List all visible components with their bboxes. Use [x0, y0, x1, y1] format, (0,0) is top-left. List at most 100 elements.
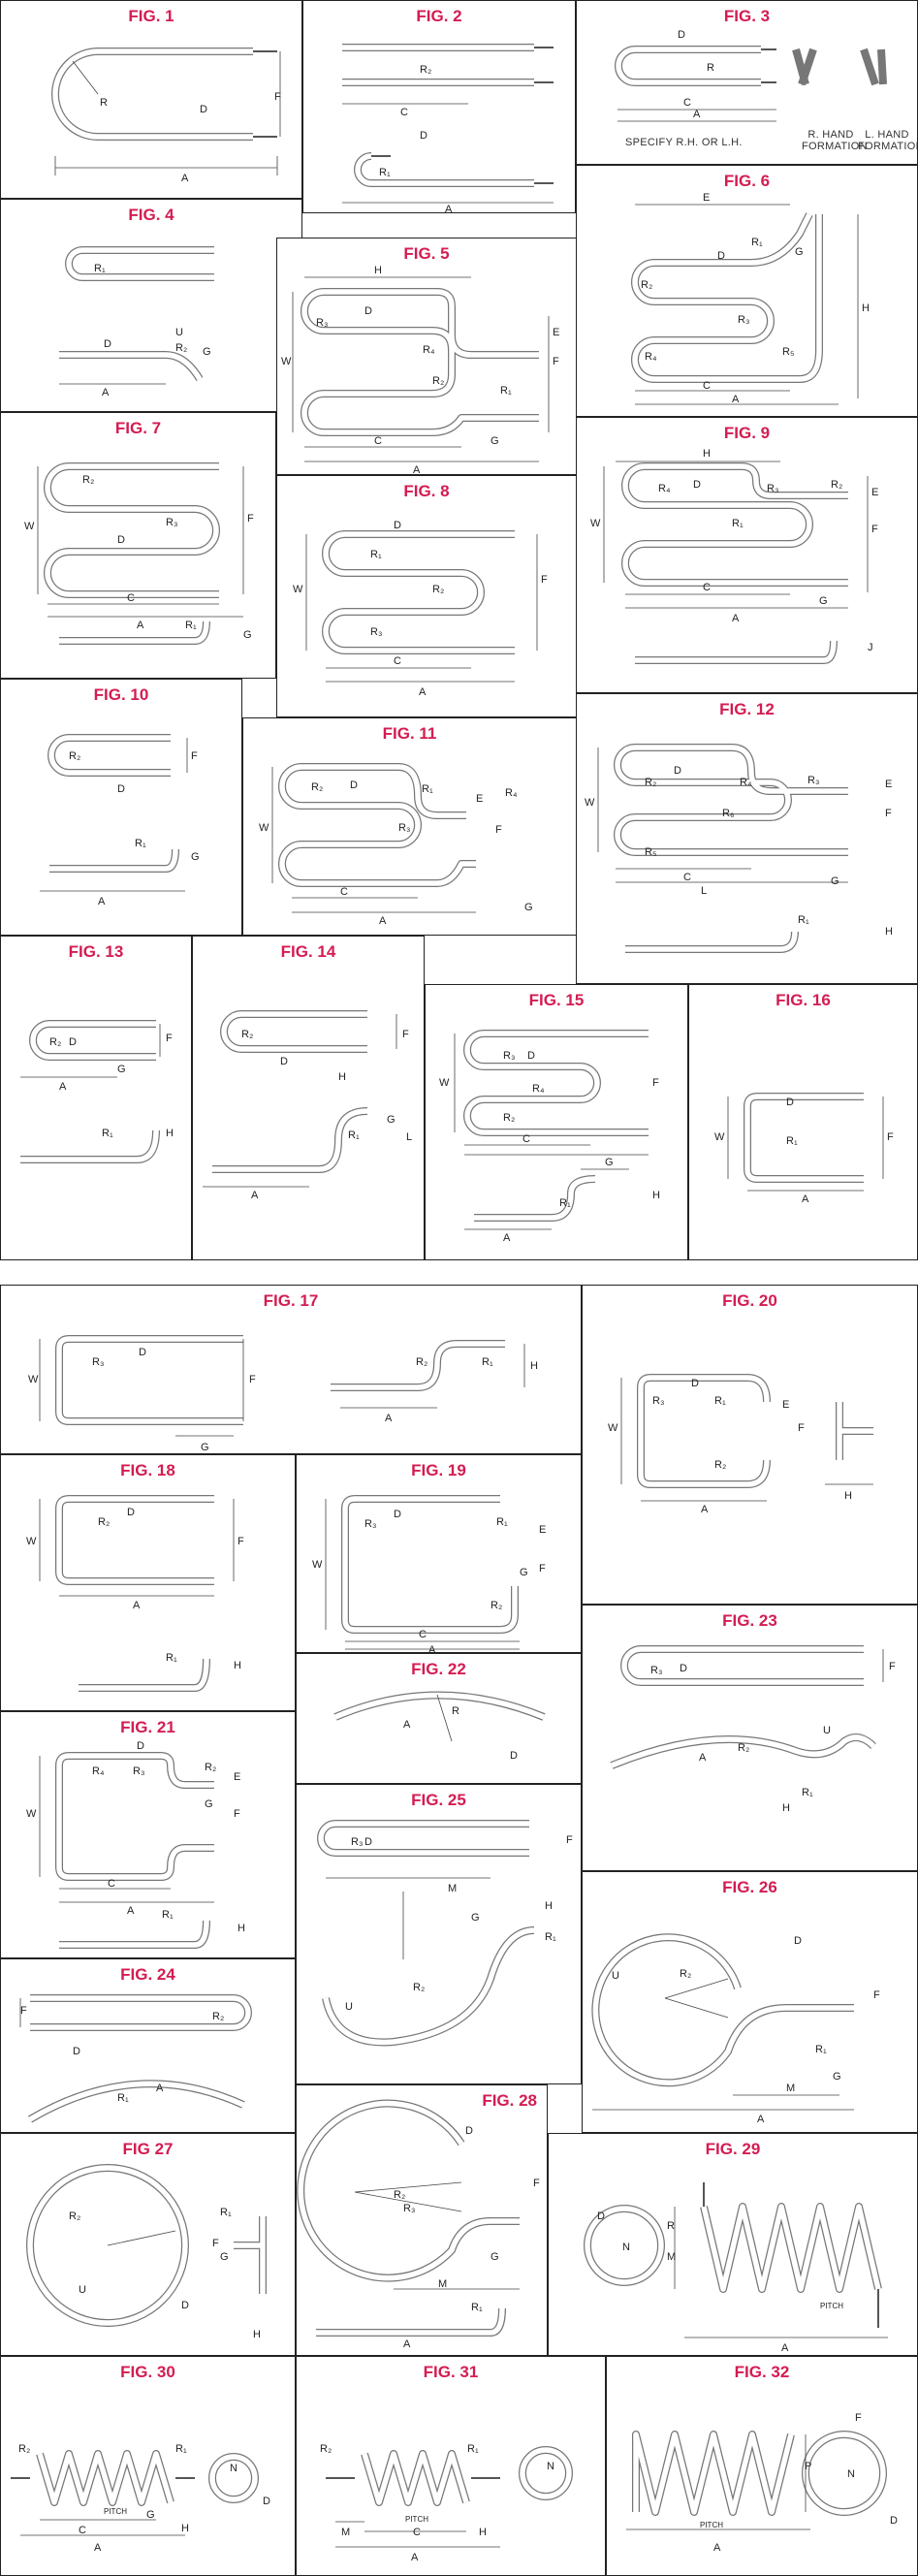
- label-h: H: [782, 1802, 790, 1814]
- label-a: A: [732, 394, 740, 405]
- figure-11-drawing: D R₂ R₁ R₃ R₄ W E F C A G: [259, 763, 533, 927]
- label-a: A: [445, 204, 453, 213]
- label-r2: R₂: [205, 1762, 216, 1773]
- label-r: R: [707, 62, 714, 74]
- label-a: A: [781, 2342, 789, 2354]
- label-h: H: [338, 1071, 346, 1083]
- label-r2: R₂: [738, 1742, 749, 1754]
- label-g: G: [243, 629, 252, 641]
- label-f: F: [652, 1077, 659, 1089]
- label-w: W: [24, 521, 35, 532]
- label-d: D: [597, 2210, 605, 2222]
- label-h: H: [885, 926, 893, 938]
- figure-13-panel: FIG. 13 R₂ D F G A R₁ H: [0, 936, 192, 1260]
- label-n: N: [847, 2468, 855, 2480]
- label-f: F: [541, 574, 548, 586]
- figure-12-drawing: D R₂ R₄ R₃ R₆ R₅ W E F C L G R₁ H: [585, 744, 893, 953]
- label-c: C: [413, 2527, 421, 2538]
- figure-6-drawing: E R₁ D G R₂ R₃ H R₄ R₅ C A: [631, 192, 870, 405]
- label-e: E: [539, 1524, 546, 1536]
- label-a: A: [428, 1644, 436, 1653]
- figure-8-drawing: D R₁ R₂ R₃ W F C A: [293, 520, 548, 698]
- label-g: G: [146, 2509, 155, 2521]
- label-d: D: [680, 1663, 687, 1674]
- label-c: C: [374, 435, 382, 447]
- figure-title: FIG. 8: [403, 482, 450, 500]
- label-g: G: [387, 1114, 396, 1126]
- label-h: H: [862, 302, 870, 314]
- label-c: C: [522, 1133, 530, 1145]
- label-d: D: [200, 104, 207, 115]
- label-w: W: [585, 797, 595, 809]
- figure-title: FIG. 10: [93, 685, 149, 704]
- label-f: F: [533, 2178, 540, 2189]
- label-g: G: [191, 851, 200, 863]
- label-d: D: [350, 779, 358, 791]
- label-r4: R₄: [532, 1083, 545, 1095]
- label-g: G: [205, 1798, 213, 1810]
- label-n: N: [622, 2242, 630, 2253]
- label-a: A: [757, 2114, 765, 2125]
- label-r1: R₁: [175, 2443, 187, 2455]
- label-r2: R₂: [413, 1982, 425, 1993]
- label-r1: R₁: [185, 620, 197, 631]
- figure-title: FIG. 31: [423, 2363, 479, 2381]
- label-h: H: [479, 2527, 487, 2538]
- label-d: D: [674, 765, 681, 777]
- figure-16-panel: FIG. 16 D R₁ W F A: [688, 984, 918, 1260]
- label-d: D: [117, 534, 125, 546]
- label-u: U: [612, 1970, 619, 1982]
- label-f: F: [553, 356, 559, 367]
- label-d: D: [693, 479, 701, 491]
- label-w: W: [439, 1077, 450, 1089]
- label-r6: R₆: [722, 808, 734, 819]
- label-a: A: [713, 2542, 721, 2554]
- label-h: H: [234, 1660, 241, 1671]
- label-r3: R₃: [403, 2203, 415, 2214]
- label-f: F: [191, 750, 198, 762]
- label-r1: R₁: [166, 1652, 177, 1664]
- figure-title: FIG. 14: [280, 942, 336, 961]
- label-d: D: [465, 2125, 473, 2137]
- label-a: A: [403, 2338, 411, 2350]
- label-f: F: [885, 808, 892, 819]
- figure-4-drawing: R₁ D U R₂ G A: [59, 246, 214, 398]
- right-hand-caption: R. HAND FORMATION: [802, 129, 868, 152]
- label-f: F: [249, 1374, 256, 1385]
- label-d: D: [73, 2046, 80, 2057]
- label-r2: R₂: [320, 2443, 332, 2455]
- label-r1: R₁: [102, 1128, 113, 1139]
- figure-32-panel: FIG. 32 F P N D PITCH A: [606, 2356, 918, 2576]
- label-r3: R₃: [133, 1765, 144, 1777]
- figure-21-drawing: D R₄ R₃ R₂ R₁ W E F G C A H: [26, 1740, 245, 1949]
- label-pitch: PITCH: [700, 2521, 723, 2529]
- figure-6-panel: FIG. 6 E R₁ D G R₂ R₃ H R₄ R₅ C A: [576, 165, 918, 417]
- label-pitch: PITCH: [104, 2507, 127, 2516]
- label-a: A: [403, 1719, 411, 1731]
- label-n: N: [547, 2461, 554, 2472]
- figure-24-drawing: F R₂ D R₁ A: [19, 1994, 252, 2123]
- label-r5: R₅: [782, 346, 794, 358]
- label-r1: R₁: [500, 385, 512, 397]
- label-e: E: [885, 779, 892, 790]
- label-a: A: [59, 1081, 67, 1093]
- figure-title: FIG 27: [122, 2140, 174, 2158]
- label-r: R: [667, 2220, 675, 2232]
- label-r2: R₂: [831, 479, 842, 491]
- label-r3: R₃: [316, 317, 328, 329]
- label-f: F: [274, 91, 281, 103]
- label-f: F: [212, 2238, 219, 2249]
- figure-25-panel: FIG. 25 R₃ D F M H G R₁ U R₂: [296, 1784, 582, 2084]
- label-r2: R₂: [394, 2189, 405, 2201]
- figure-23-panel: FIG. 23 R₃ D F U A R₂ H R₁: [582, 1605, 918, 1871]
- label-r2: R₂: [69, 750, 80, 762]
- label-u: U: [79, 2284, 86, 2296]
- label-a: A: [379, 915, 387, 927]
- figure-15-panel: FIG. 15 R₃ D R₄ R₂ W F C A G R₁ H: [425, 984, 688, 1260]
- figure-1-drawing: R D F A: [51, 48, 281, 184]
- label-e: E: [703, 192, 710, 204]
- figure-title: FIG. 2: [416, 7, 462, 25]
- label-r1: R₁: [545, 1931, 556, 1943]
- label-g: G: [833, 2071, 841, 2083]
- label-f: F: [798, 1422, 805, 1434]
